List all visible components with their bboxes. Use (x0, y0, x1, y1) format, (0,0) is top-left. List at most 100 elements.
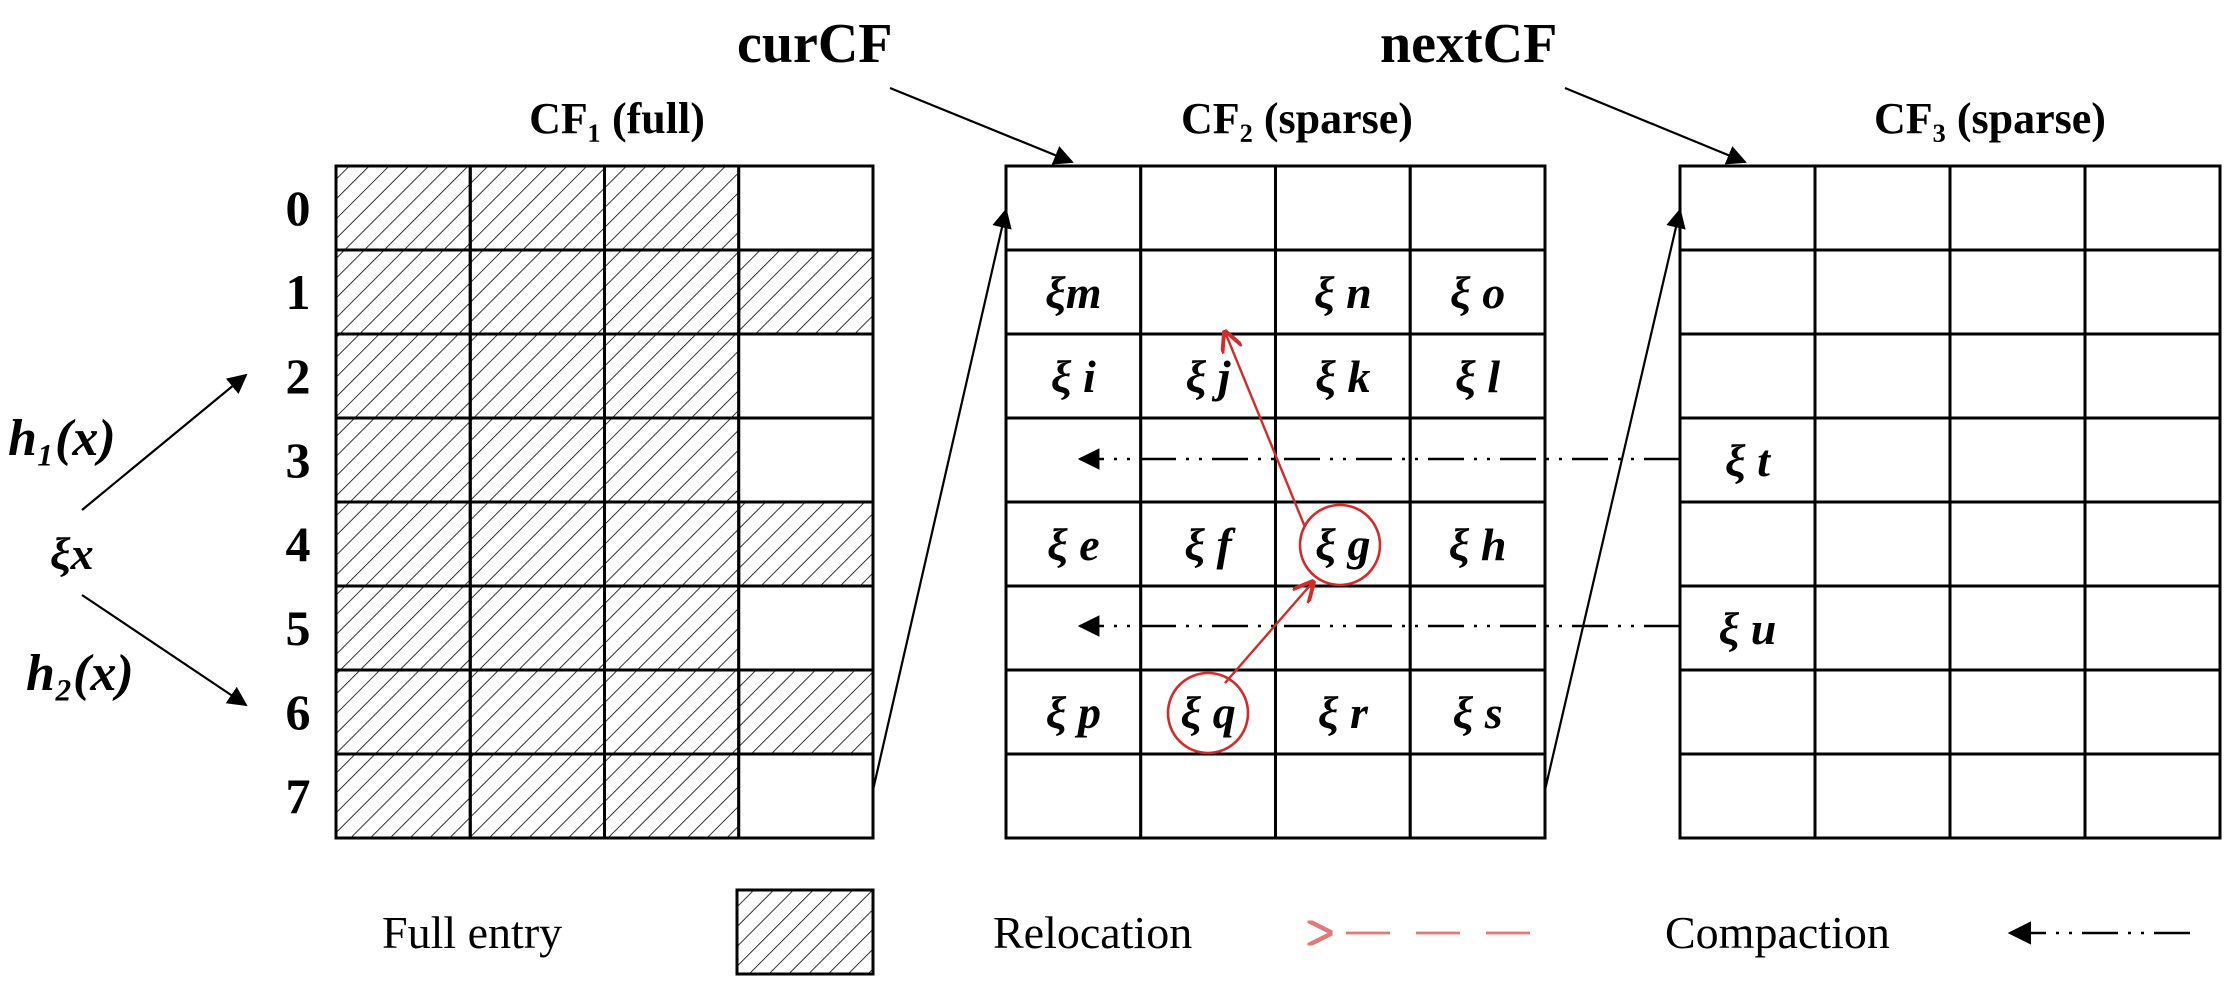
fingerprint-entry: ξ n (1314, 267, 1372, 318)
bucket-slot (2083, 164, 2222, 252)
bucket-slot (1813, 584, 1952, 672)
bucket-slot-full (737, 248, 875, 336)
bucket-slot-full (468, 668, 606, 756)
legend: Full entry Relocation Compaction (382, 888, 2190, 976)
row-index: 4 (286, 516, 311, 572)
bucket-slot (2083, 668, 2222, 756)
bucket-slot (1004, 668, 1143, 756)
bucket-slot (2083, 584, 2222, 672)
bucket-slot (2083, 332, 2222, 420)
bucket-slot (2083, 248, 2222, 336)
bucket-slot (737, 164, 875, 252)
fingerprint-entry: ξ p (1046, 687, 1101, 738)
bucket-slot (1678, 164, 1817, 252)
bucket-slot-full (603, 584, 741, 672)
bucket-slot-full (468, 500, 606, 588)
cf1-title: CF₁ (full) (529, 94, 705, 143)
bucket-slot (1813, 668, 1952, 756)
bucket-slot (1274, 332, 1412, 420)
bucket-slot-full (468, 416, 606, 504)
bucket-slot (1004, 332, 1143, 420)
cf2-title: CF₂ (sparse) (1181, 94, 1413, 143)
bucket-slot (1408, 248, 1547, 336)
next-cf-pointer-arrow (1564, 86, 1747, 165)
bucket-slot-full (737, 668, 875, 756)
bucket-slot (1408, 752, 1547, 840)
hash1-label: h₁(x) (8, 410, 116, 467)
fingerprint-entry: ξ e (1047, 519, 1100, 570)
row-index: 3 (286, 432, 311, 488)
bucket-slot (1678, 248, 1817, 336)
bucket-slot (1408, 332, 1547, 420)
hash2-arrow (81, 594, 248, 707)
legend-full-entry-label: Full entry (382, 907, 562, 958)
hash2-label: h₂(x) (26, 645, 134, 702)
bucket-slot (1813, 500, 1952, 588)
bucket-slot (1004, 500, 1143, 588)
bucket-slot-full (468, 752, 606, 840)
fingerprint-entry: ξ s (1453, 687, 1503, 738)
bucket-slot (1948, 248, 2087, 336)
bucket-slot-full (334, 332, 472, 420)
bucket-slot (1678, 752, 1817, 840)
bucket-slot (1004, 752, 1143, 840)
row-index: 7 (286, 768, 311, 824)
bucket-slot (1139, 164, 1277, 252)
fingerprint-entry: ξ o (1450, 267, 1505, 318)
cf1-to-cf2-link (871, 208, 1012, 791)
bucket-slot-full (468, 584, 606, 672)
fingerprint-entry: ξ j (1186, 351, 1231, 402)
fingerprint-entry: ξ l (1455, 351, 1500, 402)
bucket-slot (1408, 584, 1547, 672)
bucket-slot (1678, 500, 1817, 588)
circled-entry-g (1298, 503, 1382, 587)
cur-cf-label: curCF (737, 13, 893, 75)
bucket-slot-full (603, 752, 741, 840)
fingerprint-entry: ξ k (1315, 351, 1370, 402)
bucket-slot (1004, 584, 1143, 672)
bucket-slot-full (468, 248, 606, 336)
bucket-slot (1948, 668, 2087, 756)
bucket-slot (1678, 584, 1817, 672)
bucket-slot (1948, 416, 2087, 504)
fingerprint-entry: ξ u (1719, 603, 1777, 654)
bucket-slot (1139, 752, 1277, 840)
bucket-slot-full (603, 668, 741, 756)
bucket-slot-full (468, 332, 606, 420)
bucket-slot (1813, 248, 1952, 336)
bucket-slot (1274, 752, 1412, 840)
relocation-arrow-q-to-g (1224, 582, 1313, 684)
bucket-slot (1948, 752, 2087, 840)
relocation-arrow-g-to-j (1225, 332, 1307, 528)
bucket-slot (1139, 584, 1277, 672)
bucket-slot (1813, 752, 1952, 840)
bucket-slot (1948, 500, 2087, 588)
bucket-slot (1139, 500, 1277, 588)
bucket-slot (2083, 752, 2222, 840)
legend-compaction-label: Compaction (1665, 907, 1890, 958)
row-index: 2 (286, 348, 311, 404)
bucket-slot (1274, 668, 1412, 756)
bucket-slot (1408, 164, 1547, 252)
bucket-slot-full (334, 584, 472, 672)
hash1-arrow (81, 373, 248, 511)
circled-entry-q (1166, 671, 1250, 755)
bucket-slot (1004, 416, 1143, 504)
cur-cf-pointer-arrow (889, 86, 1074, 165)
bucket-slot (1948, 584, 2087, 672)
bucket-slot-full (603, 500, 741, 588)
row-index: 0 (286, 180, 311, 236)
next-cf-label: nextCF (1380, 13, 1557, 75)
bucket-slot (1274, 584, 1412, 672)
bucket-slot (1408, 500, 1547, 588)
input-item-label: ξx (50, 528, 94, 579)
fingerprint-entry: ξ f (1184, 519, 1236, 570)
bucket-slot-full (334, 248, 472, 336)
fingerprint-entry: ξ h (1449, 519, 1507, 570)
legend-full-entry-swatch (735, 888, 875, 976)
bucket-slot-full (334, 500, 472, 588)
bucket-slot (1813, 416, 1952, 504)
fingerprint-entry: ξ r (1318, 687, 1369, 738)
fingerprint-entry: ξ g (1315, 519, 1370, 570)
